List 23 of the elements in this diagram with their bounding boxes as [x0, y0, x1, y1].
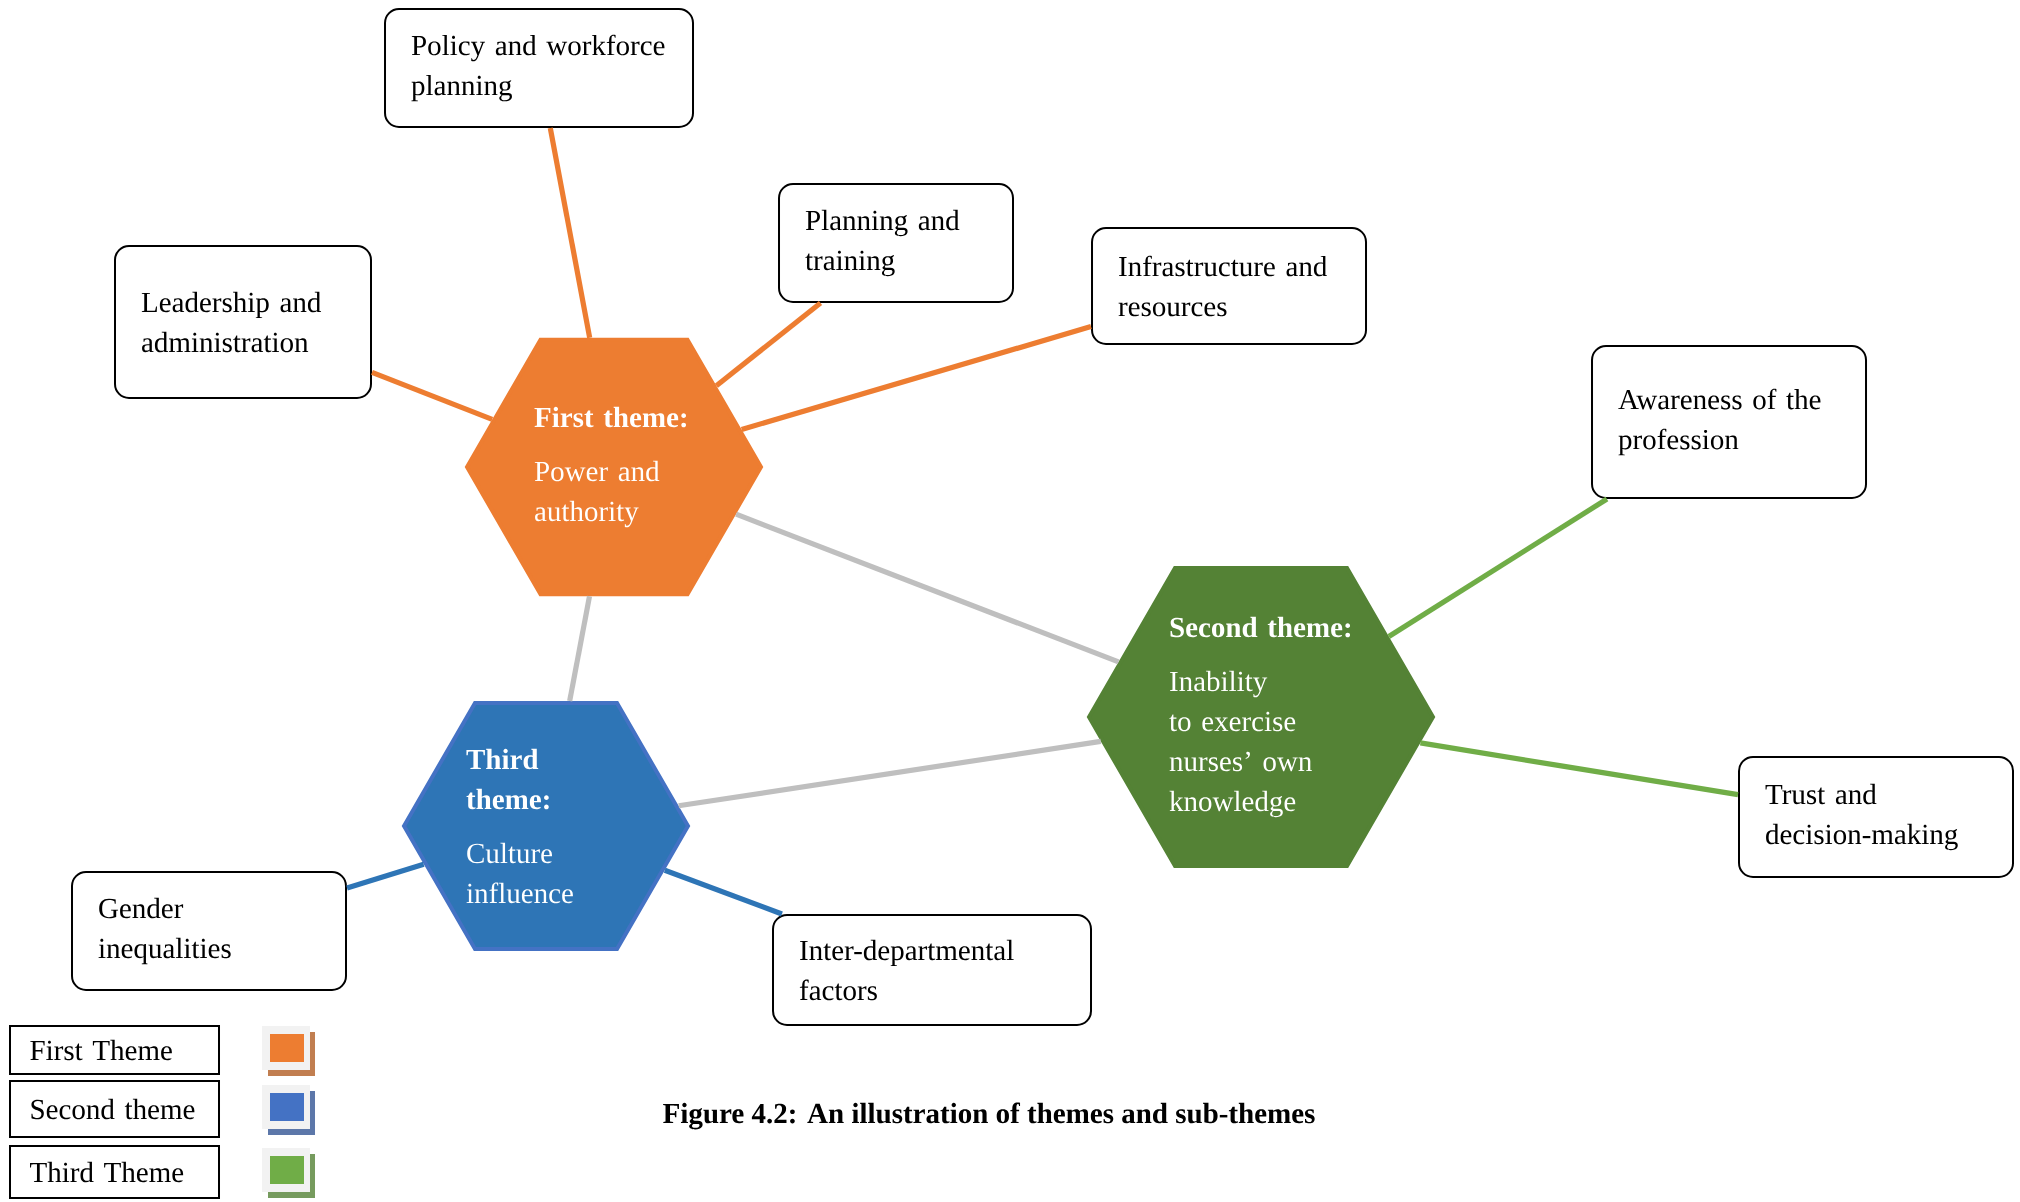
connector-line	[663, 867, 783, 917]
connector-line	[740, 324, 1092, 432]
text-box: Inter-departmental factors	[772, 914, 1092, 1026]
text-box: Trust and decision-making	[1738, 756, 2014, 878]
connector-line	[714, 300, 823, 388]
legend-label: First Theme	[9, 1025, 220, 1075]
connector-line	[735, 511, 1120, 665]
figure-caption: Figure 4.2: An illustration of themes and sub-themes	[663, 1102, 1315, 1130]
connector-line	[567, 595, 593, 702]
connector-line	[346, 861, 425, 891]
text-box: Gender inequalities	[71, 871, 347, 991]
legend-label: Third Theme	[9, 1145, 220, 1199]
text-box: Policy and workforce planning	[384, 8, 694, 128]
connector-line	[678, 738, 1102, 809]
text-box: Planning and training	[778, 183, 1014, 303]
text-box: Awareness of the profession	[1591, 345, 1867, 499]
connector-line	[547, 127, 593, 339]
legend-label: Second theme	[9, 1080, 220, 1138]
text-box: Leadership and administration	[114, 245, 372, 399]
connector-line	[371, 369, 494, 422]
connector-line	[1387, 496, 1609, 639]
text-box: Infrastructure and resources	[1091, 227, 1367, 345]
connector-line	[1419, 740, 1739, 798]
